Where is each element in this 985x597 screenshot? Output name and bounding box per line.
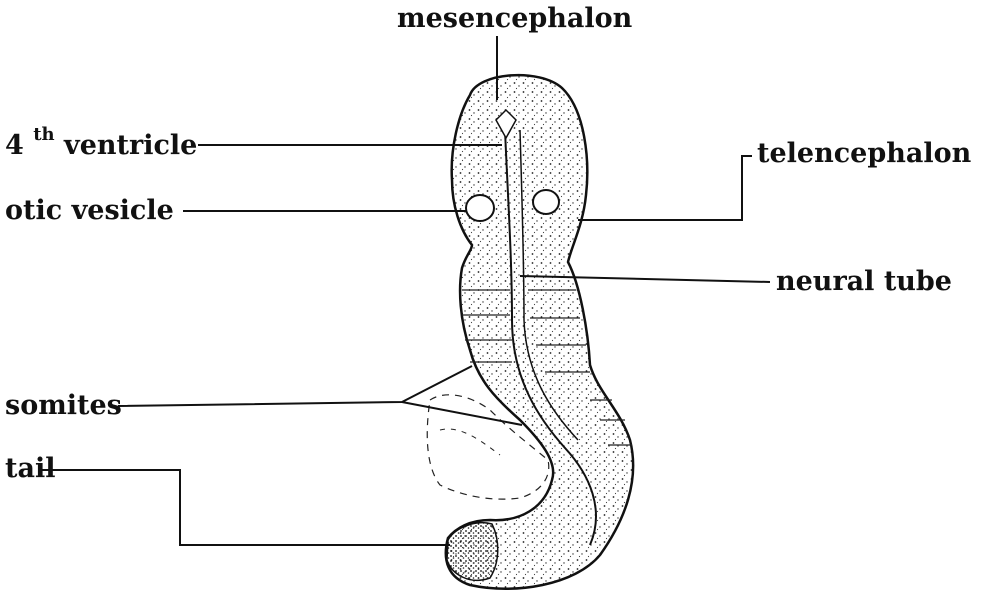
label-otic-vesicle: otic vesicle bbox=[5, 197, 174, 224]
leader-tail bbox=[42, 470, 450, 545]
embryo-body bbox=[446, 75, 633, 589]
leader-lines bbox=[42, 36, 770, 545]
label-telencephalon: telencephalon bbox=[757, 140, 971, 167]
otic-vesicle-right bbox=[533, 190, 559, 214]
label-tail: tail bbox=[5, 455, 55, 482]
label-neural-tube: neural tube bbox=[776, 268, 952, 295]
leader-telencephalon bbox=[578, 156, 752, 220]
label-mesencephalon: mesencephalon bbox=[397, 5, 632, 32]
otic-vesicle-left bbox=[466, 195, 494, 221]
label-somites: somites bbox=[5, 392, 122, 419]
leader-somites-a bbox=[118, 366, 472, 406]
label-fourth-ventricle: 4 th ventricle bbox=[5, 130, 197, 159]
tail-tip bbox=[447, 523, 498, 580]
